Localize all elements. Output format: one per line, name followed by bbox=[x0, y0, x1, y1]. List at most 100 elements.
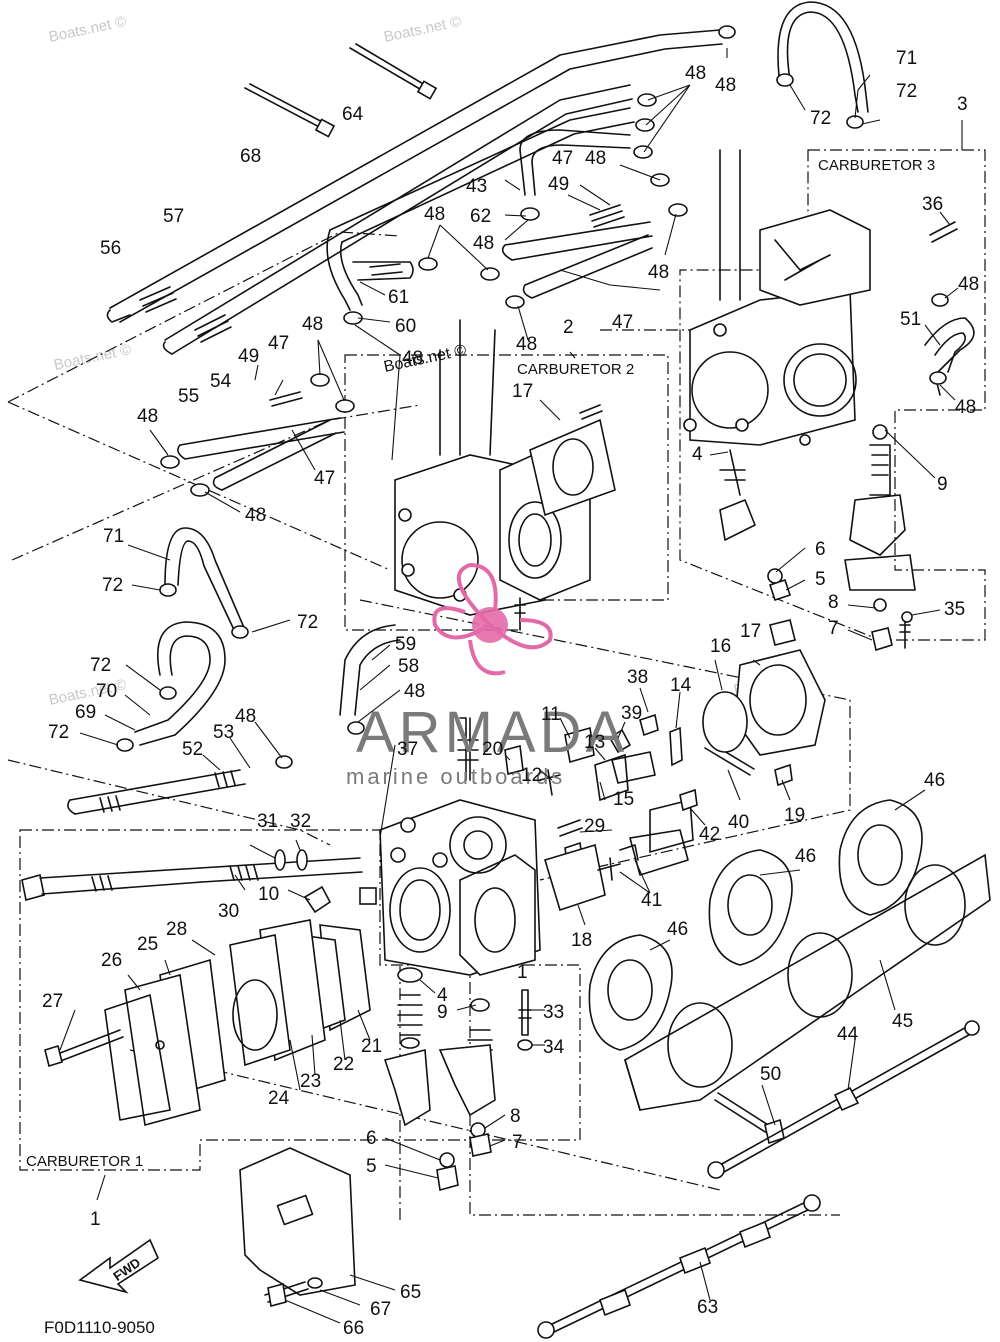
armada-logo bbox=[432, 562, 553, 676]
part-label-7: 7 bbox=[828, 618, 839, 639]
part-label-17: 17 bbox=[740, 621, 761, 642]
part-label-56: 56 bbox=[100, 238, 121, 259]
part-label-47: 47 bbox=[612, 312, 633, 333]
carburetor-2-title: CARBURETOR 2 bbox=[517, 361, 634, 378]
pilot-screw-assembly bbox=[21, 769, 363, 902]
part-label-66: 66 bbox=[343, 1318, 364, 1339]
part-label-15: 15 bbox=[613, 789, 634, 810]
part-label-9: 9 bbox=[937, 474, 948, 495]
part-label-48: 48 bbox=[245, 505, 266, 526]
part-label-72: 72 bbox=[102, 575, 123, 596]
part-label-62: 62 bbox=[470, 206, 491, 227]
part-label-1: 1 bbox=[90, 1209, 101, 1230]
part-label-48: 48 bbox=[404, 681, 425, 702]
part-label-52: 52 bbox=[182, 739, 203, 760]
lower-carb-1-parts bbox=[383, 967, 533, 1192]
part-label-17: 17 bbox=[512, 381, 533, 402]
part-label-48: 48 bbox=[958, 274, 979, 295]
part-label-27: 27 bbox=[42, 991, 63, 1012]
part-label-34: 34 bbox=[543, 1037, 565, 1058]
part-label-11: 11 bbox=[541, 704, 561, 725]
intake-plate-stack bbox=[44, 919, 371, 1127]
part-label-6: 6 bbox=[366, 1128, 377, 1149]
part-label-48: 48 bbox=[473, 233, 494, 254]
part-label-58: 58 bbox=[398, 656, 419, 677]
part-label-70: 70 bbox=[96, 681, 117, 702]
part-label-47: 47 bbox=[268, 333, 289, 354]
part-label-65: 65 bbox=[400, 1282, 421, 1303]
part-label-19: 19 bbox=[784, 805, 805, 826]
site-watermark: Boats.net © bbox=[382, 13, 462, 46]
part-label-32: 32 bbox=[290, 811, 311, 832]
part-label-48: 48 bbox=[955, 397, 976, 418]
part-label-42: 42 bbox=[699, 824, 720, 845]
part-label-46: 46 bbox=[795, 846, 816, 867]
part-label-39: 39 bbox=[621, 703, 642, 724]
brand-name: ARMADA bbox=[356, 700, 628, 765]
part-label-69: 69 bbox=[75, 702, 96, 723]
mounting-bracket bbox=[239, 1147, 356, 1307]
part-label-47: 47 bbox=[552, 148, 573, 169]
hose-clamps bbox=[116, 25, 949, 769]
part-label-40: 40 bbox=[728, 812, 749, 833]
part-label-4: 4 bbox=[692, 444, 703, 465]
part-label-63: 63 bbox=[697, 1297, 718, 1318]
site-watermark: Boats.net © bbox=[382, 342, 468, 376]
cable-ties bbox=[244, 43, 438, 138]
part-label-41: 41 bbox=[641, 890, 662, 911]
leader-lines bbox=[59, 48, 963, 1324]
part-label-48: 48 bbox=[715, 75, 736, 96]
part-label-57: 57 bbox=[163, 206, 184, 227]
part-label-53: 53 bbox=[213, 722, 234, 743]
carburetor-3-title: CARBURETOR 3 bbox=[818, 157, 935, 174]
part-label-49: 49 bbox=[548, 174, 569, 195]
part-label-48: 48 bbox=[302, 314, 323, 335]
part-label-25: 25 bbox=[137, 934, 158, 955]
part-label-72: 72 bbox=[297, 612, 318, 633]
part-label-1: 1 bbox=[517, 962, 528, 983]
fuel-hoses-top bbox=[106, 29, 723, 491]
part-label-71: 71 bbox=[103, 526, 124, 547]
part-label-30: 30 bbox=[218, 901, 239, 922]
diagram-code: F0D1110-9050 bbox=[44, 1318, 155, 1337]
part-label-10: 10 bbox=[258, 884, 279, 905]
intake-manifold bbox=[588, 799, 991, 1145]
part-label-14: 14 bbox=[670, 675, 692, 696]
part-label-37: 37 bbox=[397, 739, 418, 760]
part-label-5: 5 bbox=[815, 569, 826, 590]
site-watermark: Boats.net © bbox=[47, 13, 127, 46]
carburetor-1-title: CARBURETOR 1 bbox=[26, 1153, 143, 1170]
part-label-43: 43 bbox=[466, 176, 487, 197]
part-labels: 48 48 71 72 72 3 36 48 51 48 9 4 6 5 8 7… bbox=[42, 48, 979, 1339]
part-label-48: 48 bbox=[235, 706, 256, 727]
part-label-20: 20 bbox=[482, 739, 503, 760]
part-label-48: 48 bbox=[516, 334, 537, 355]
part-label-5: 5 bbox=[366, 1156, 377, 1177]
part-label-72: 72 bbox=[48, 722, 69, 743]
part-label-18: 18 bbox=[571, 930, 592, 951]
part-label-71: 71 bbox=[896, 48, 917, 69]
part-label-47: 47 bbox=[314, 468, 335, 489]
part-label-8: 8 bbox=[510, 1106, 521, 1127]
part-label-44: 44 bbox=[837, 1024, 859, 1045]
part-label-50: 50 bbox=[760, 1064, 781, 1085]
part-label-45: 45 bbox=[892, 1011, 913, 1032]
part-label-22: 22 bbox=[333, 1054, 354, 1075]
part-label-51: 51 bbox=[900, 309, 921, 330]
part-label-48: 48 bbox=[424, 204, 445, 225]
part-label-8: 8 bbox=[828, 592, 839, 613]
part-label-31: 31 bbox=[257, 811, 278, 832]
carburetor-2-assembly bbox=[394, 319, 616, 631]
part-label-12: 12 bbox=[521, 765, 542, 786]
part-label-54: 54 bbox=[210, 371, 232, 392]
part-label-9: 9 bbox=[437, 1002, 448, 1023]
part-label-55: 55 bbox=[178, 386, 199, 407]
part-label-28: 28 bbox=[166, 919, 187, 940]
part-label-72: 72 bbox=[896, 81, 917, 102]
carburetor-1-assembly bbox=[303, 619, 826, 976]
part-label-21: 21 bbox=[361, 1036, 382, 1057]
part-label-36: 36 bbox=[922, 194, 943, 215]
part-label-3: 3 bbox=[957, 94, 968, 115]
part-label-13: 13 bbox=[584, 732, 605, 753]
